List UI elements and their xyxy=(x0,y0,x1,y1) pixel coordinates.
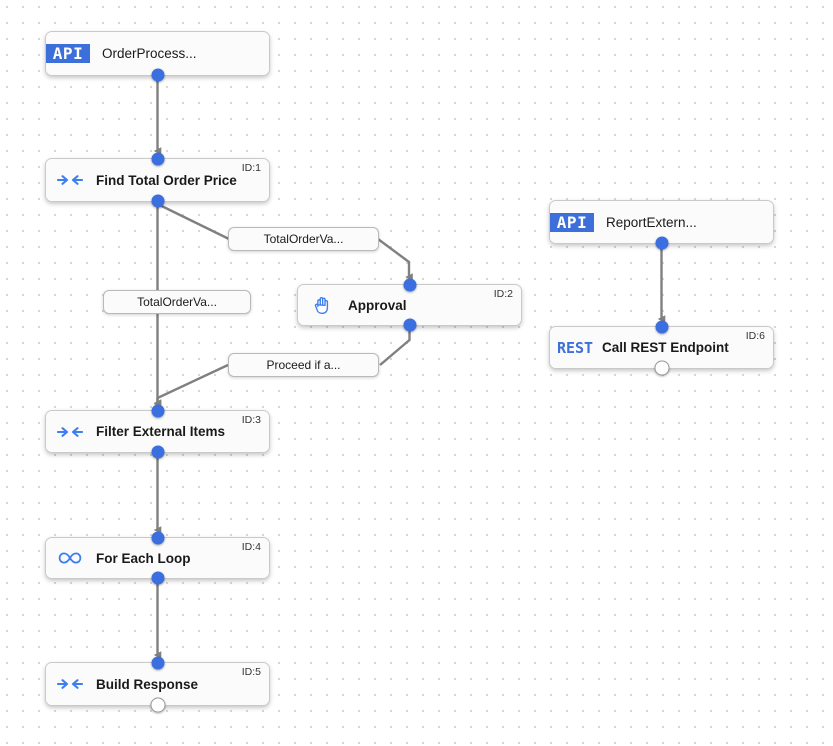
input-port[interactable] xyxy=(403,278,416,292)
output-port[interactable] xyxy=(151,194,164,208)
input-port[interactable] xyxy=(151,152,164,166)
rest-badge-icon: REST xyxy=(550,338,600,357)
output-port[interactable] xyxy=(150,697,165,713)
build-response-node[interactable]: Build Response ID:5 xyxy=(45,656,270,713)
transform-arrows-icon xyxy=(46,172,94,188)
node-id-label: ID:3 xyxy=(241,414,261,426)
filter-external-items-node[interactable]: Filter External Items ID:3 xyxy=(45,404,270,459)
call-rest-endpoint-node[interactable]: REST Call REST Endpoint ID:6 xyxy=(549,320,774,376)
node-title: Build Response xyxy=(96,676,199,692)
node-title: Find Total Order Price xyxy=(96,172,237,188)
node-title: Filter External Items xyxy=(96,424,226,439)
approval-node[interactable]: Approval ID:2 xyxy=(297,278,522,332)
output-port[interactable] xyxy=(655,236,668,250)
output-port[interactable] xyxy=(151,445,164,459)
node-id-label: ID:4 xyxy=(241,541,261,553)
api-badge-icon: API xyxy=(550,212,594,232)
output-port[interactable] xyxy=(151,68,164,82)
node-id-label: ID:6 xyxy=(745,330,765,342)
output-port[interactable] xyxy=(654,360,669,376)
transform-arrows-icon xyxy=(46,424,94,440)
node-id-label: ID:2 xyxy=(493,288,513,300)
api-badge-icon: API xyxy=(46,44,90,63)
reportextern-api-node[interactable]: API ReportExtern... xyxy=(549,200,774,250)
orderprocess-api-node[interactable]: API OrderProcess... xyxy=(45,31,270,82)
output-port[interactable] xyxy=(403,318,416,332)
transform-arrows-icon xyxy=(46,676,94,692)
input-port[interactable] xyxy=(151,531,164,545)
node-title: OrderProcess... xyxy=(102,46,197,61)
input-port[interactable] xyxy=(655,320,668,334)
for-each-loop-node[interactable]: For Each Loop ID:4 xyxy=(45,531,270,585)
edge-label-totalordervalue-approval[interactable]: TotalOrderVa... xyxy=(228,227,379,251)
input-port[interactable] xyxy=(151,404,164,418)
hand-stop-icon xyxy=(298,294,346,316)
node-id-label: ID:5 xyxy=(241,666,261,678)
node-title: ReportExtern... xyxy=(606,214,697,230)
infinity-loop-icon xyxy=(46,550,94,566)
node-id-label: ID:1 xyxy=(241,162,261,174)
node-title: For Each Loop xyxy=(96,550,191,566)
edge-label-proceed-if-approved[interactable]: Proceed if a... xyxy=(228,353,379,377)
output-port[interactable] xyxy=(151,571,164,585)
find-total-order-price-node[interactable]: Find Total Order Price ID:1 xyxy=(45,152,270,208)
edge-label-totalordervalue-filter[interactable]: TotalOrderVa... xyxy=(103,290,251,314)
input-port[interactable] xyxy=(151,656,164,670)
node-title: Call REST Endpoint xyxy=(602,340,729,355)
node-title: Approval xyxy=(348,297,407,313)
